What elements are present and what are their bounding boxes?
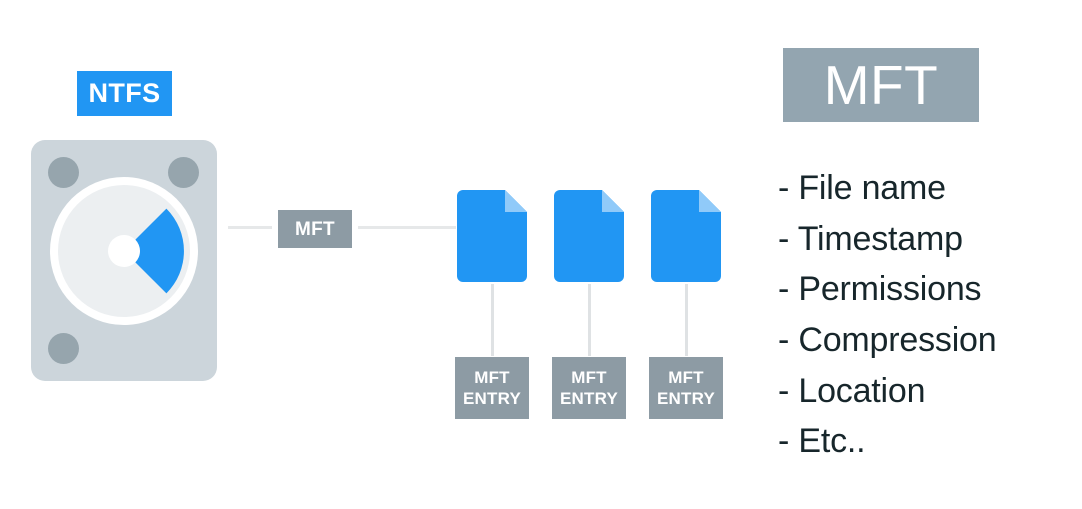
mft-entry-line2: ENTRY bbox=[560, 388, 618, 408]
mft-entry-line2: ENTRY bbox=[463, 388, 521, 408]
attribute-item: - Etc.. bbox=[778, 422, 866, 461]
disk-screw-bottom-left bbox=[48, 333, 79, 364]
ntfs-badge-label: NTFS bbox=[88, 78, 161, 108]
mft-entry-line1: MFT bbox=[571, 368, 607, 388]
mft-link-box-label: MFT bbox=[295, 218, 335, 240]
connector-file1-to-entry1 bbox=[491, 284, 494, 356]
disk-sector-wedge-icon bbox=[124, 208, 184, 294]
mft-entry-line2: ENTRY bbox=[657, 388, 715, 408]
mft-entry-line1: MFT bbox=[474, 368, 510, 388]
mft-attribute-list: - File name - Timestamp - Permissions - … bbox=[778, 163, 1078, 467]
attribute-item: - Compression bbox=[778, 320, 997, 359]
mft-entry-box-1: MFT ENTRY bbox=[455, 357, 529, 419]
connector-disk-to-mft bbox=[228, 226, 272, 229]
mft-entry-line1: MFT bbox=[668, 368, 704, 388]
connector-file3-to-entry3 bbox=[685, 284, 688, 356]
hard-disk-icon bbox=[31, 140, 217, 381]
mft-link-box: MFT bbox=[278, 210, 352, 248]
mft-entry-box-2: MFT ENTRY bbox=[552, 357, 626, 419]
mft-panel-header-label: MFT bbox=[823, 53, 939, 116]
attribute-item: - File name bbox=[778, 169, 946, 207]
file-icon-1 bbox=[457, 190, 527, 282]
ntfs-badge: NTFS bbox=[77, 71, 172, 116]
mft-entry-box-3: MFT ENTRY bbox=[649, 357, 723, 419]
attribute-item: - Location bbox=[778, 371, 926, 410]
file-icon-3 bbox=[651, 190, 721, 282]
file-icon-2 bbox=[554, 190, 624, 282]
connector-mft-to-files bbox=[358, 226, 456, 229]
connector-file2-to-entry2 bbox=[588, 284, 591, 356]
disk-screw-top-left bbox=[48, 157, 79, 188]
attribute-item: - Timestamp bbox=[778, 219, 963, 258]
disk-spindle-hub bbox=[108, 235, 140, 267]
mft-panel-header: MFT bbox=[783, 48, 979, 122]
disk-screw-top-right bbox=[168, 157, 199, 188]
attribute-item: - Permissions bbox=[778, 270, 982, 309]
